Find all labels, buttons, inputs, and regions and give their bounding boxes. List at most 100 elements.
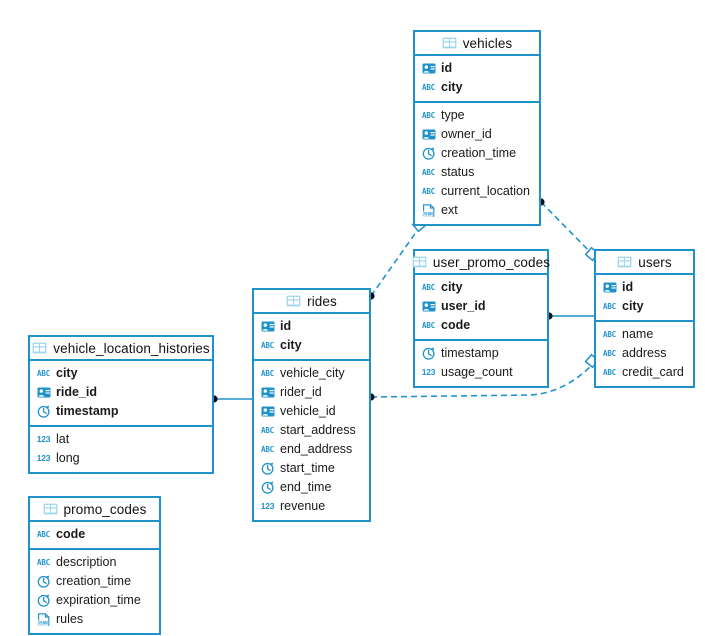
table-header[interactable]: vehicle_location_histories [30,337,212,361]
table-grid-icon [43,503,58,515]
field-label: rider_id [280,385,322,399]
field-row[interactable]: timestamp [30,402,212,421]
field-label: current_location [441,184,530,198]
field-label: start_time [280,461,335,475]
field-label: ride_id [56,385,97,399]
field-row[interactable]: user_id [415,297,547,316]
field-row[interactable]: end_time [254,478,369,497]
svg-text:JSON: JSON [422,212,433,217]
field-label: city [441,80,463,94]
field-row[interactable]: id [415,59,539,78]
field-row[interactable]: creation_time [30,572,159,591]
field-row[interactable]: id [596,278,693,297]
field-row[interactable]: JSON rules [30,610,159,629]
json-document-icon: JSON [36,613,51,626]
table-name: promo_codes [63,501,147,517]
field-label: city [56,366,78,380]
table-header[interactable]: users [596,251,693,275]
field-label: city [622,299,644,313]
abc-text-icon: ABC [603,348,616,358]
field-row[interactable]: ABC city [596,297,693,316]
field-row[interactable]: start_time [254,459,369,478]
field-label: end_time [280,480,332,494]
abc-text-icon: ABC [422,82,435,92]
abc-text-icon: ABC [603,367,616,377]
table-grid-icon [617,256,632,268]
field-label: user_id [441,299,486,313]
id-card-icon [260,405,275,418]
relationship-rel-userpromocodes-users[interactable] [545,312,594,320]
field-label: rules [56,612,84,626]
field-row[interactable]: id [254,317,369,336]
field-label: name [622,327,654,341]
field-row[interactable]: owner_id [415,125,539,144]
field-label: id [622,280,634,294]
abc-text-icon: ABC [603,301,616,311]
field-row[interactable]: ride_id [30,383,212,402]
123-number-icon: 123 [260,501,275,512]
table-header[interactable]: promo_codes [30,498,159,522]
abc-text-icon: ABC [422,167,435,177]
table-header[interactable]: vehicles [415,32,539,56]
json-document-icon: JSON [421,204,436,217]
field-row[interactable]: rider_id [254,383,369,402]
abc-text-icon: ABC [37,529,50,539]
field-label: city [280,338,302,352]
table-name: vehicle_location_histories [53,340,210,356]
field-row[interactable]: vehicle_id [254,402,369,421]
primary-key-group: ABC city ride_id timestamp [30,361,212,427]
field-row[interactable]: ABC address [596,344,693,363]
clock-icon [36,594,51,607]
clock-icon [260,481,275,494]
field-row[interactable]: ABC city [30,364,212,383]
field-row[interactable]: ABC city [415,78,539,97]
field-row[interactable]: expiration_time [30,591,159,610]
table-header[interactable]: user_promo_codes [412,251,550,275]
id-card-icon [260,386,275,399]
field-row[interactable]: ABC city [254,336,369,355]
clock-icon [260,462,275,475]
abc-text-icon: ABC [37,368,50,378]
field-label: long [56,451,80,465]
clock-icon [36,405,51,418]
field-label: city [441,280,463,294]
id-card-icon [421,62,436,75]
field-row[interactable]: timestamp [415,344,547,363]
relationship-line [540,201,595,257]
field-label: address [622,346,667,360]
table-header[interactable]: rides [254,290,369,314]
field-label: creation_time [441,146,517,160]
field-row[interactable]: creation_time [415,144,539,163]
table-grid-icon [442,37,457,49]
table-grid-icon [286,295,301,307]
abc-text-icon: ABC [261,340,274,350]
relationship-rel-vlh-rides[interactable] [210,395,252,403]
